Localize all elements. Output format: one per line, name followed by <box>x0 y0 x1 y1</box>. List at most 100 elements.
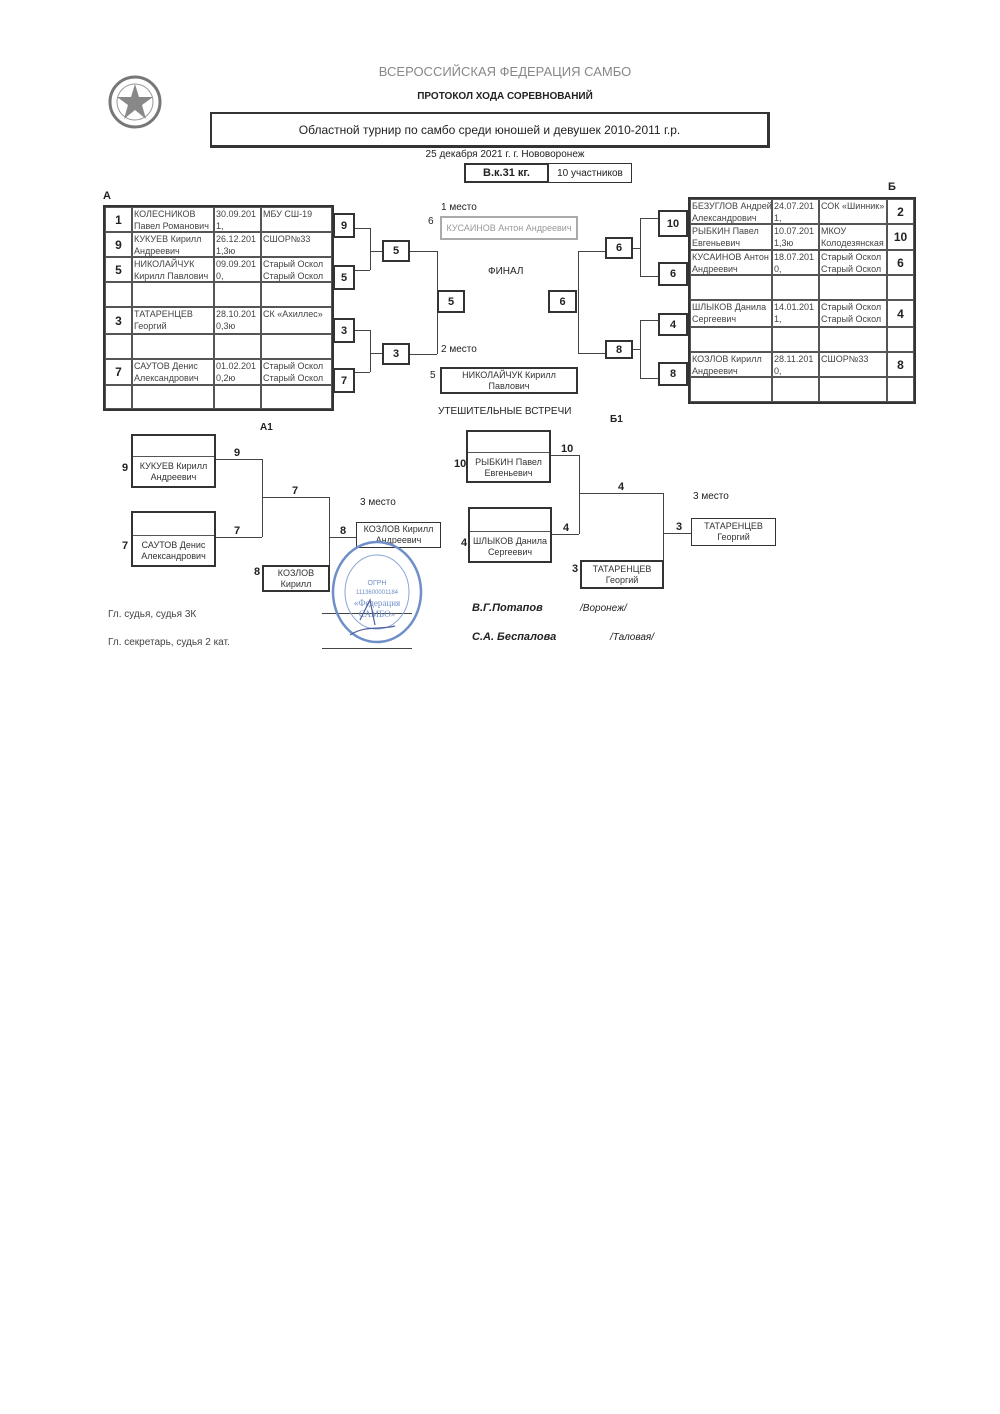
group_a-name-line1: НИКОЛАЙЧУК <box>134 259 195 269</box>
group_b-club-line2: Старый Оскол <box>821 314 882 324</box>
group_b-club-cell <box>819 377 887 402</box>
group_a-seed-cell <box>105 334 132 359</box>
final-label: ФИНАЛ <box>488 266 524 277</box>
group_a-seed-cell: 7 <box>105 359 132 385</box>
protocol-title: ПРОТОКОЛ ХОДА СОРЕВНОВАНИЙ <box>417 91 593 102</box>
svg-text:ОГРН: ОГРН <box>368 580 387 587</box>
group_b-name-line1: КУСАИНОВ Антон <box>692 252 769 262</box>
svg-text:1113600001184: 1113600001184 <box>356 590 399 596</box>
b1-third-firstname: Георгий <box>717 532 750 542</box>
a1-third-label: 3 место <box>360 497 396 508</box>
group_a-club-cell <box>261 385 332 409</box>
b1-p3-name: ТАТАРЕНЦЕВ <box>592 563 652 574</box>
group_b-date-line1: 10.07.201 <box>774 226 815 236</box>
b-r1-winner-3: 4 <box>658 313 688 336</box>
group_a-club-cell <box>261 334 332 359</box>
group_a-club-line2: Старый Оскол <box>263 271 324 281</box>
group_a-seed-cell: 1 <box>105 207 132 232</box>
group-a-label: А <box>103 190 111 202</box>
svg-text:«Федерация: «Федерация <box>354 598 400 608</box>
b1-p1-seed: 10 <box>454 458 467 470</box>
first-place-label: 1 место <box>441 202 477 213</box>
a-r2-winner-1: 5 <box>382 240 410 262</box>
group_a-name-line2: Андреевич <box>134 246 180 256</box>
a-semi-winner: 5 <box>437 290 465 313</box>
a1-third-name: КОЗЛОВ Кирилл <box>363 524 434 534</box>
a1-p2-name: САУТОВ Денис <box>141 540 206 550</box>
group_b-club-line1: СОК «Шинник» <box>821 201 885 211</box>
b1-p3-seed: 3 <box>572 563 579 575</box>
second-place-seed: 5 <box>430 370 436 381</box>
group_b-date-line2: 1, <box>774 213 782 223</box>
group_a-club-cell: СШОР№33 <box>261 232 332 257</box>
group_b-club-line2: Старый Оскол <box>821 264 882 274</box>
b1-p1-name: РЫБКИН Павел <box>475 457 542 467</box>
group_a-name-cell <box>132 385 214 409</box>
group_a-date-cell <box>214 334 261 359</box>
group_b-club-cell: СШОР№33 <box>819 352 887 377</box>
a-r1-winner-4: 7 <box>333 368 355 393</box>
a1-p1-seed: 9 <box>122 462 129 474</box>
a1-p3-seed: 8 <box>254 566 261 578</box>
group_a-date-cell <box>214 282 261 307</box>
group_a-club-line1: Старый Оскол <box>263 259 324 269</box>
group_b-seed-cell: 4 <box>887 300 914 327</box>
group_a-seed-cell: 3 <box>105 307 132 334</box>
group_b-date-cell <box>772 275 819 300</box>
group_a-club-cell <box>261 282 332 307</box>
consolation-title: УТЕШИТЕЛЬНЫЕ ВСТРЕЧИ <box>438 406 572 417</box>
a1-p2-patronymic: Александрович <box>141 551 206 561</box>
a1-p3-firstname: Кирилл <box>280 578 312 589</box>
group_b-date-line1: 24.07.201 <box>774 201 815 211</box>
group_a-name-line1: КОЛЕСНИКОВ <box>134 209 196 219</box>
b1-p2-seed: 4 <box>461 537 468 549</box>
group_a-date-line1: 09.09.201 <box>216 259 257 269</box>
federation-title: ВСЕРОССИЙСКАЯ ФЕДЕРАЦИЯ САМБО <box>378 64 632 79</box>
b1-p2-name: ШЛЫКОВ Данила <box>472 536 548 546</box>
second-name-line1: НИКОЛАЙЧУК Кирилл <box>462 369 556 380</box>
group_b-date-line1: 18.07.201 <box>774 252 815 262</box>
a1-p3-name: КОЗЛОВ <box>277 567 315 578</box>
group_b-name-line1: ШЛЫКОВ Данила <box>692 302 767 312</box>
group_a-name-line2: Кирилл Павлович <box>134 271 209 281</box>
group_a-name-line1: КУКУЕВ Кирилл <box>134 234 202 244</box>
group_a-date-line2: 1, <box>216 221 224 231</box>
b-r2-winner-2: 8 <box>605 340 633 359</box>
group_b-name-line2: Александрович <box>692 213 757 223</box>
b1-w4: 3 <box>676 521 683 533</box>
b-r1-winner-2: 6 <box>658 262 688 286</box>
group_b-date-cell <box>772 327 819 352</box>
group_a-seed-cell <box>105 282 132 307</box>
secretary-role: Гл. секретарь, судья 2 кат. <box>108 637 230 648</box>
b1-label: Б1 <box>610 414 623 425</box>
group_b-seed-cell: 2 <box>887 199 914 224</box>
tournament-title: Областной турнир по самбо среди юношей и… <box>210 112 770 148</box>
group_a-club-cell: СК «Ахиллес» <box>261 307 332 334</box>
group_b-name-line1: БЕЗУГЛОВ Андрей <box>692 201 772 211</box>
group_a-name-line2: Георгий <box>134 321 167 331</box>
svg-text:САМБО»: САМБО» <box>359 609 395 619</box>
group_b-date-cell <box>772 377 819 402</box>
judge-role: Гл. судья, судья 3К <box>108 609 197 620</box>
judge-name: В.Г.Потапов <box>472 602 543 614</box>
group_a-name-line1: САУТОВ Денис <box>134 361 198 371</box>
group_a-club-line1: СШОР№33 <box>263 234 311 244</box>
